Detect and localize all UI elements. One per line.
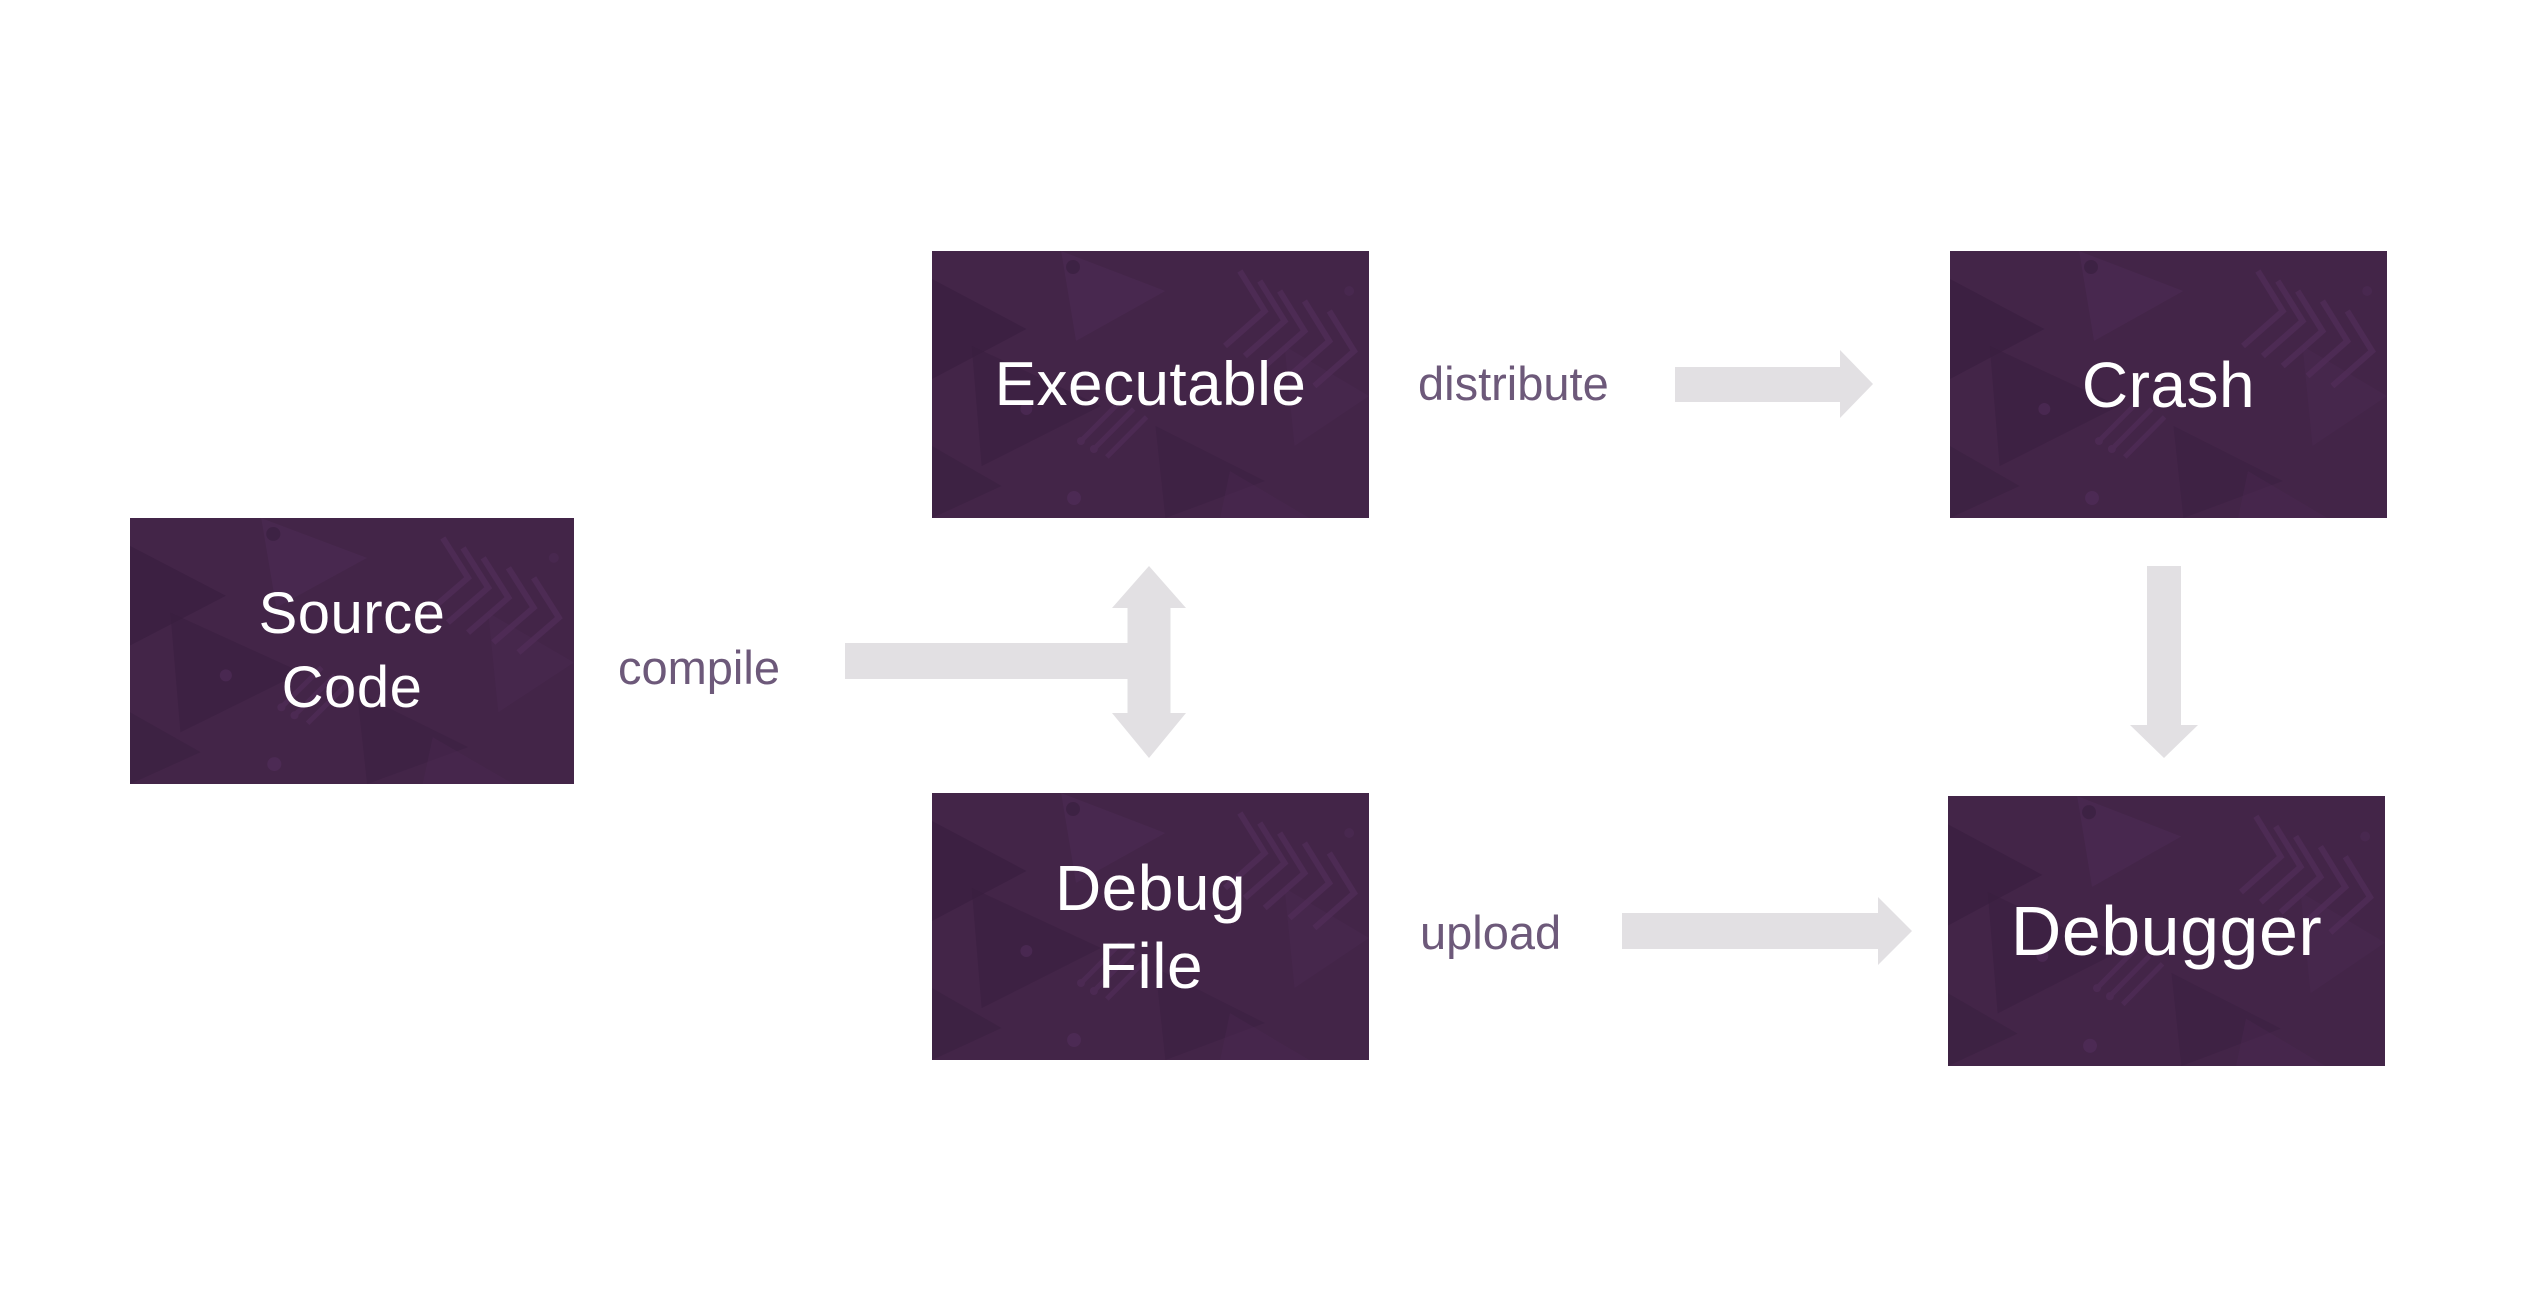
upload-arrow: [1622, 897, 1912, 965]
node-crash-label: Crash: [2081, 348, 2256, 421]
crash-to-debugger-arrow: [2130, 566, 2198, 758]
node-crash: Crash: [1950, 251, 2387, 518]
compile-arrow-vertical-double-head: [1112, 566, 1186, 758]
compile-arrow-bar: [845, 643, 1129, 679]
node-debug-file: Debug File: [932, 793, 1369, 1060]
node-executable-label: Executable: [994, 349, 1307, 419]
node-debug-file-label: Debug File: [1054, 851, 1247, 1002]
node-executable: Executable: [932, 251, 1369, 518]
node-debugger: Debugger: [1948, 796, 2385, 1066]
node-debugger-label: Debugger: [2010, 892, 2323, 970]
edge-label-upload: upload: [1420, 906, 1562, 959]
edge-label-compile: compile: [618, 641, 780, 694]
compile-arrow: [845, 566, 1186, 758]
distribute-arrow: [1675, 350, 1873, 418]
node-source-code-label: Source Code: [258, 581, 446, 720]
edge-label-distribute: distribute: [1418, 357, 1609, 410]
node-source-code: Source Code: [130, 518, 574, 784]
